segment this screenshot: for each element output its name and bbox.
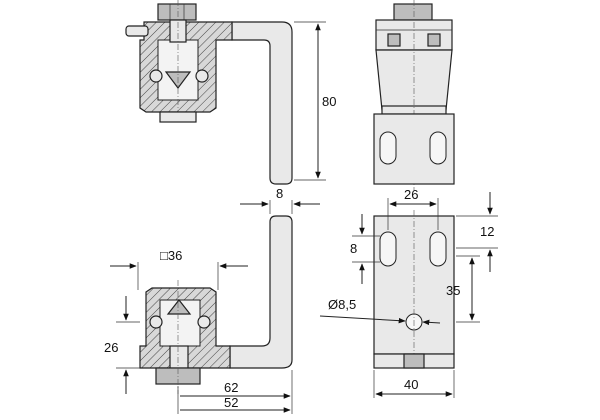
dim-label-26-left: 26 bbox=[104, 340, 118, 355]
dim-label-40: 40 bbox=[404, 377, 418, 392]
dim-label-52: 52 bbox=[224, 395, 238, 410]
dim-label-d8-5: Ø8,5 bbox=[328, 297, 356, 312]
dim-diameter-8-5: Ø8,5 bbox=[319, 297, 441, 326]
dim-label-12: 12 bbox=[480, 224, 494, 239]
view-bottom-right: 26 8 12 35 Ø8,5 bbox=[319, 187, 498, 398]
bracket-top-left bbox=[231, 21, 293, 185]
dim-label-36: □36 bbox=[160, 248, 182, 263]
dim-label-62: 62 bbox=[224, 380, 238, 395]
dim-square-36: □36 bbox=[110, 248, 248, 290]
bearing-ball-right bbox=[195, 69, 209, 83]
dim-height-26: 26 bbox=[104, 296, 140, 394]
bearing-ball-left bbox=[149, 69, 163, 83]
dim-width-40: 40 bbox=[373, 370, 455, 398]
dim-label-80: 80 bbox=[322, 94, 336, 109]
dim-thickness-8: 8 bbox=[240, 186, 320, 214]
view-bottom-left: 8 □36 26 62 52 bbox=[104, 186, 320, 414]
dim-height-80: 80 bbox=[294, 21, 336, 181]
dim-offset-12: 12 bbox=[456, 192, 498, 272]
view-top-right bbox=[373, 0, 455, 190]
dim-width-26: 26 bbox=[387, 187, 439, 230]
dim-slot-8: 8 bbox=[350, 214, 380, 284]
dim-distance-35: 35 bbox=[446, 255, 480, 323]
dim-label-8-slot: 8 bbox=[350, 241, 357, 256]
dim-label-8-top: 8 bbox=[276, 186, 283, 201]
lever-top bbox=[125, 25, 149, 37]
dim-label-26-top: 26 bbox=[404, 187, 418, 202]
view-top-left: 80 bbox=[125, 0, 336, 185]
dim-length-62-52: 62 52 bbox=[177, 370, 293, 414]
dim-label-35: 35 bbox=[446, 283, 460, 298]
bracket-bottom-left bbox=[229, 215, 293, 369]
bolt-head-top bbox=[157, 3, 197, 21]
